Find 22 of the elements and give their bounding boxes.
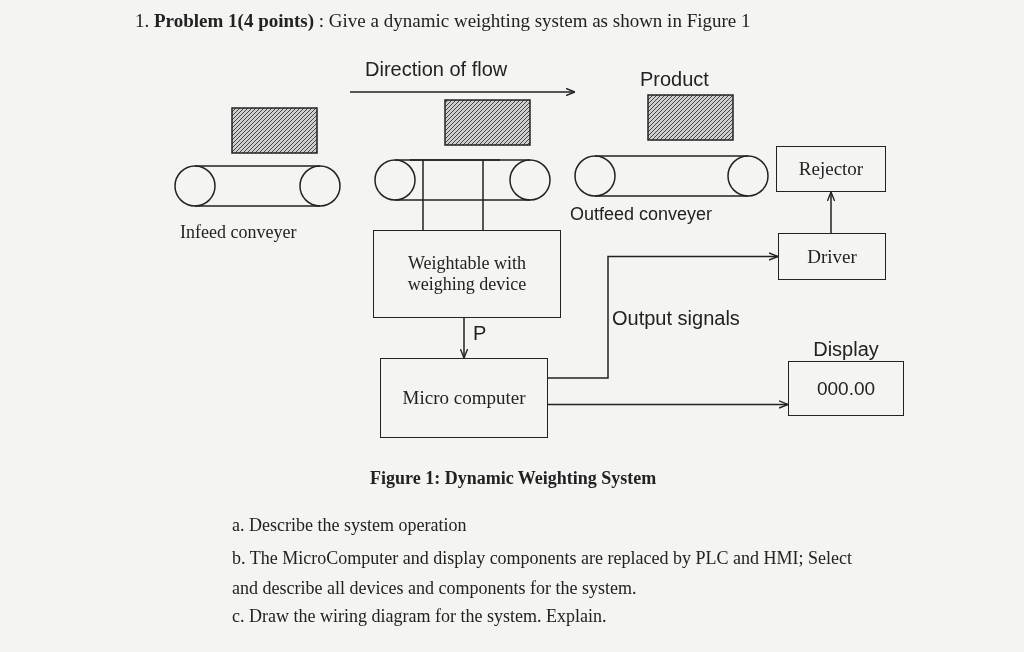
- question-text: b. The MicroComputer and display components are replaced by PLC and HMI; Select and describe all devices and components for the system.: [232, 547, 852, 600]
- microcomputer-box: Micro computer: [380, 358, 548, 438]
- conveyor-label: Outfeed conveyer: [570, 204, 713, 225]
- display-readout: 000.00: [788, 361, 904, 416]
- rejector-box: Rejector: [776, 146, 886, 192]
- problem-heading: 1. Problem 1(4 points) : Give a dynamic weighting system as shown in Figure 1: [135, 10, 751, 32]
- product-block: [647, 94, 734, 141]
- flow-label: Direction of flow: [365, 58, 508, 81]
- arrow: [826, 191, 836, 234]
- question-text: c. Draw the wiring diagram for the system. Explain.: [232, 606, 607, 627]
- display-label: Display: [813, 338, 879, 361]
- product-block: [444, 99, 531, 146]
- product-block: [231, 107, 318, 154]
- driver-box: Driver: [778, 233, 886, 280]
- weightable-box: Weightable with weighing device: [373, 230, 561, 318]
- question-text: a. Describe the system operation: [232, 515, 467, 536]
- product-label: Product: [640, 68, 709, 91]
- conveyor-label: Infeed conveyer: [180, 222, 297, 243]
- arrow: [459, 317, 469, 359]
- arrow: [547, 400, 789, 409]
- figure-caption: Figure 1: Dynamic Weighting System: [370, 468, 657, 489]
- arrow: [547, 252, 779, 379]
